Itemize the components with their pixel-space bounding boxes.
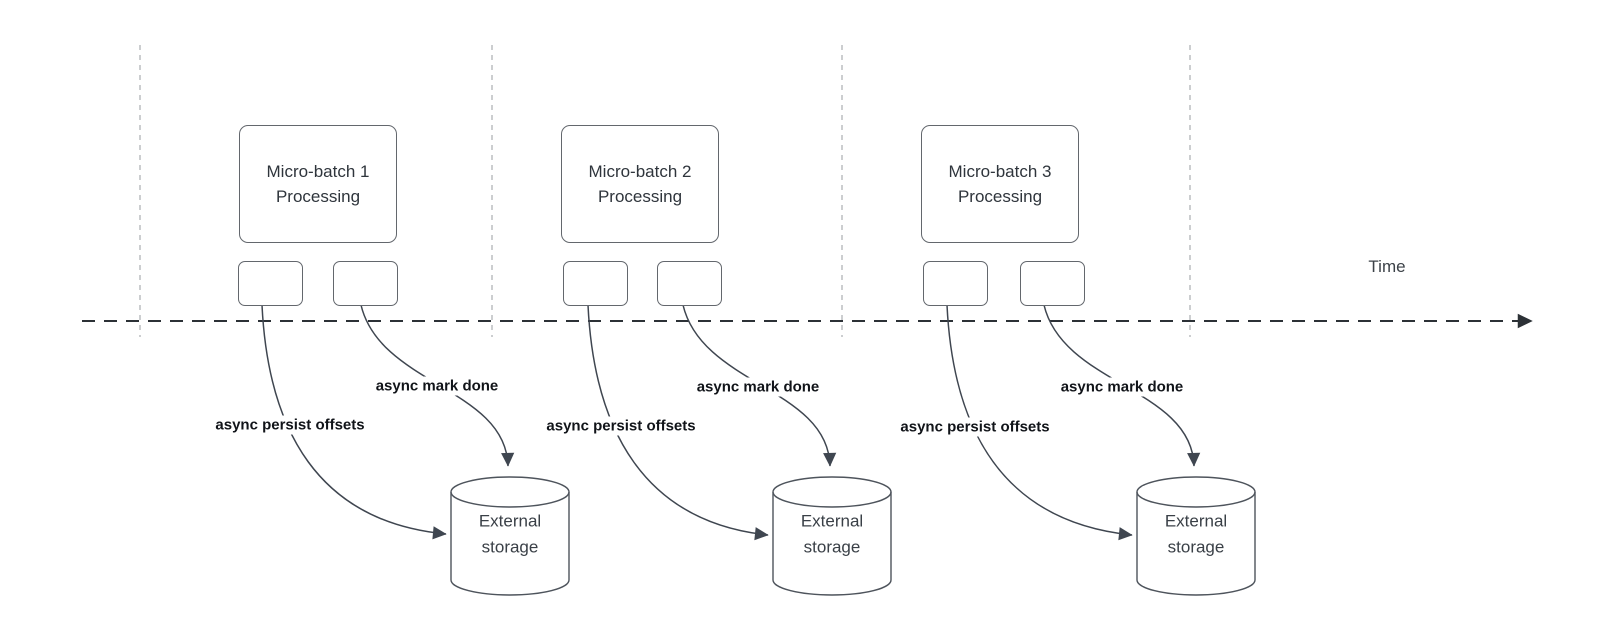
micro-batch-1-label-line2: Processing bbox=[275, 187, 361, 206]
async-mark-done-task-box bbox=[1020, 261, 1085, 306]
async-persist-task-box bbox=[238, 261, 303, 306]
micro-batch-1-label-line1: Micro-batch 1 bbox=[266, 161, 370, 181]
micro-batch-3-label-line1: Micro-batch 3 bbox=[948, 161, 1052, 181]
micro-batch-3-box: Micro-batch 3 Processing bbox=[921, 125, 1079, 243]
async-mark-done-task-box bbox=[657, 261, 722, 306]
external-storage-cylinder bbox=[1136, 476, 1256, 596]
external-storage-label-line1: External bbox=[478, 511, 542, 531]
external-storage-label-line1: External bbox=[800, 511, 864, 531]
async-persist-task-box bbox=[563, 261, 628, 306]
async-persist-offsets-label: async persist offsets bbox=[542, 416, 700, 436]
async-mark-done-label: async mark done bbox=[371, 376, 503, 396]
async-mark-done-label: async mark done bbox=[1056, 377, 1188, 397]
async-mark-done-label: async mark done bbox=[692, 377, 824, 397]
external-storage-label: External storage bbox=[1165, 509, 1227, 560]
external-storage-label-line2: storage bbox=[1167, 537, 1225, 556]
external-storage-cylinder bbox=[772, 476, 892, 596]
external-storage-cylinder bbox=[450, 476, 570, 596]
time-axis-label: Time bbox=[1368, 257, 1406, 276]
async-persist-offsets-label: async persist offsets bbox=[896, 417, 1054, 437]
micro-batch-1-box: Micro-batch 1 Processing bbox=[239, 125, 397, 243]
async-persist-offsets-arrow bbox=[946, 304, 1133, 541]
async-persist-offsets-label: async persist offsets bbox=[211, 415, 369, 435]
external-storage-label: External storage bbox=[479, 509, 541, 560]
async-persist-offsets-arrow bbox=[587, 304, 769, 541]
micro-batch-2-label-line1: Micro-batch 2 bbox=[588, 161, 692, 181]
external-storage-label: External storage bbox=[801, 509, 863, 560]
micro-batch-3-label-line2: Processing bbox=[957, 187, 1043, 206]
async-persist-offsets-arrow bbox=[261, 304, 447, 540]
micro-batch-2-box: Micro-batch 2 Processing bbox=[561, 125, 719, 243]
external-storage-label-line2: storage bbox=[803, 537, 861, 556]
async-persist-task-box bbox=[923, 261, 988, 306]
external-storage-label-line1: External bbox=[1164, 511, 1228, 531]
external-storage-label-line2: storage bbox=[481, 537, 539, 556]
async-mark-done-task-box bbox=[333, 261, 398, 306]
micro-batch-2-label-line2: Processing bbox=[597, 187, 683, 206]
